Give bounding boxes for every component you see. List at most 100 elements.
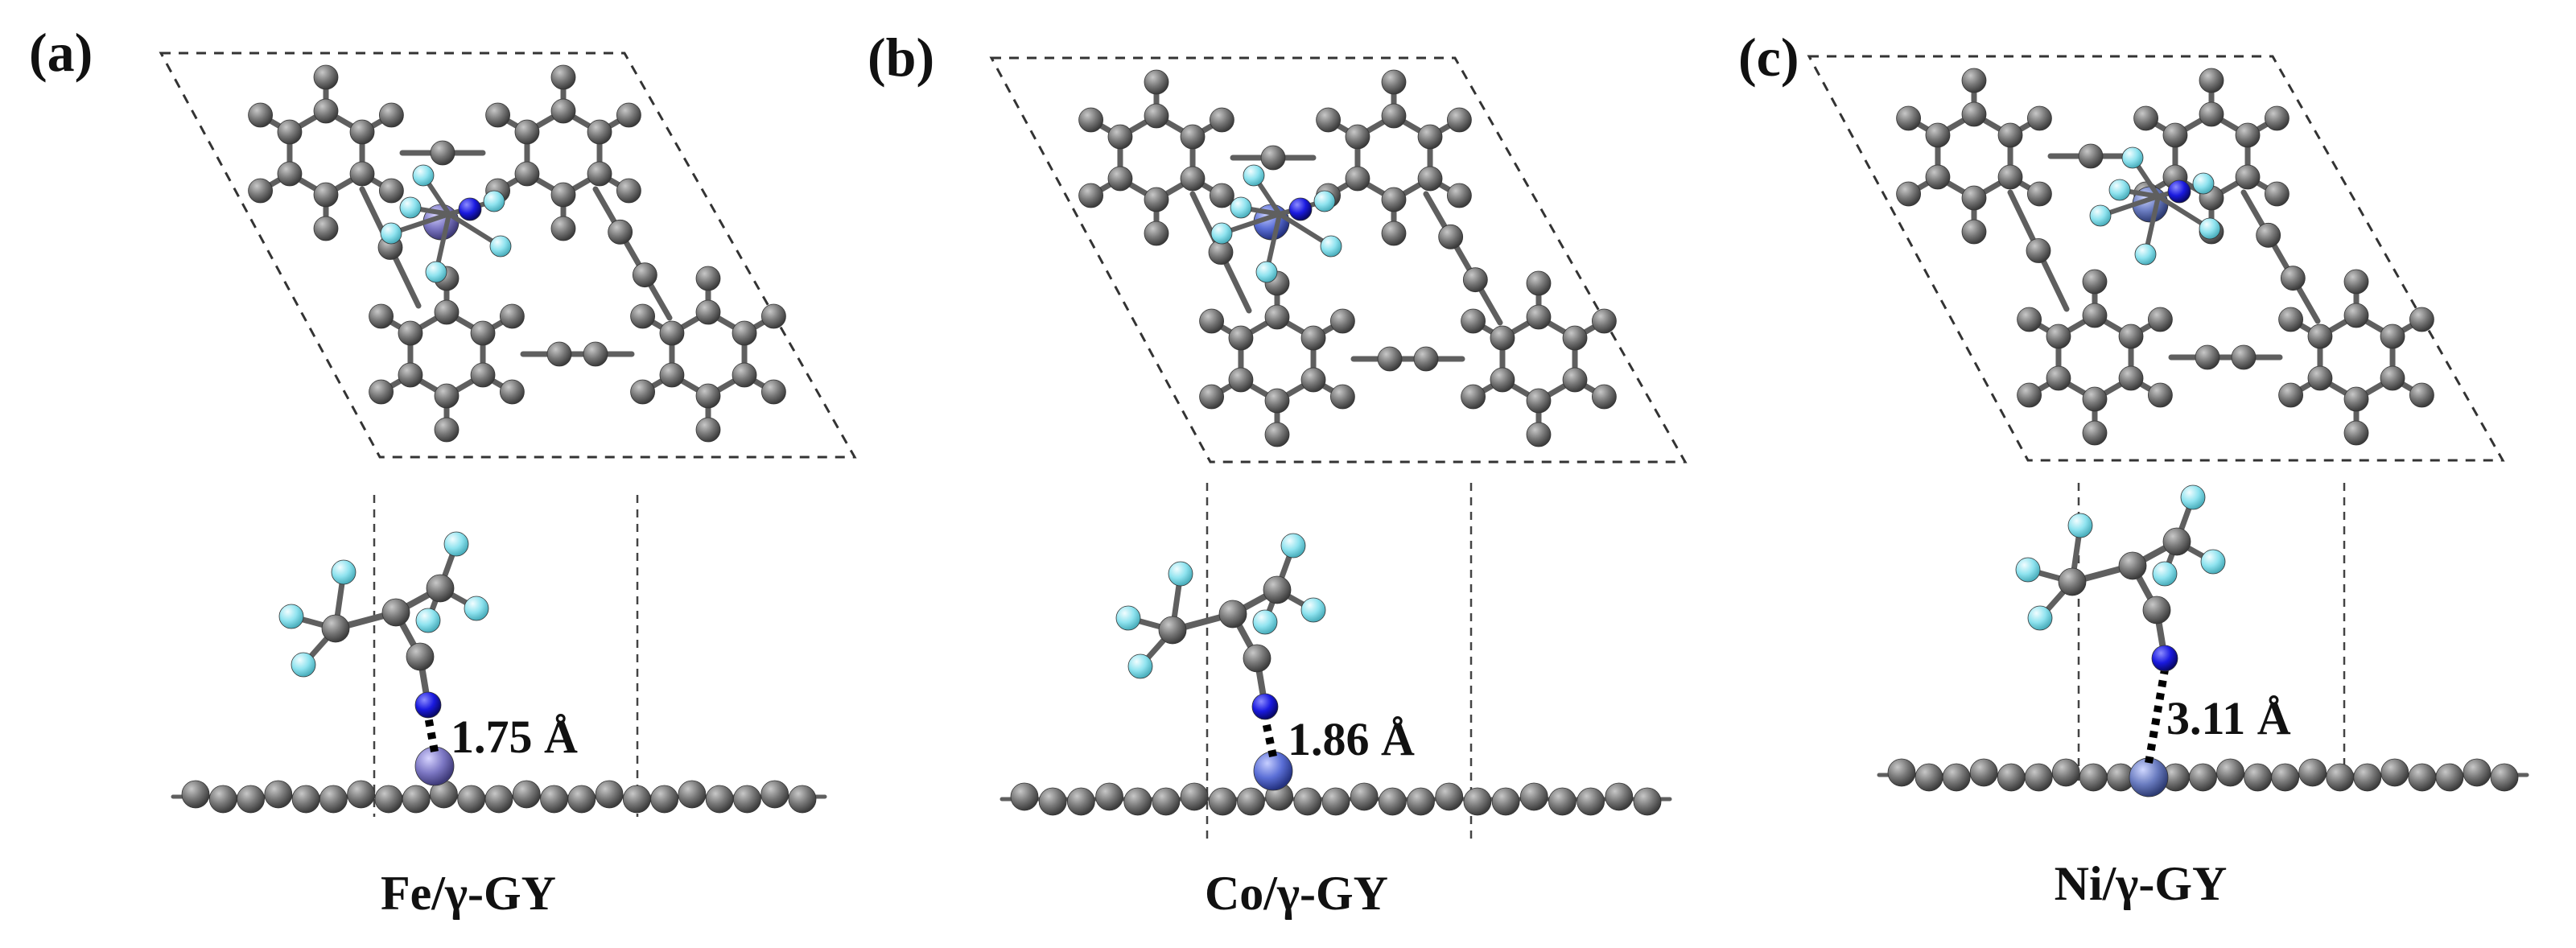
carbon-atom <box>1417 166 1443 192</box>
carbon-atom <box>2307 324 2333 349</box>
fluorine-atom <box>2108 179 2131 201</box>
fluorine-atom <box>278 604 304 629</box>
sheet-carbon-atom <box>678 780 707 809</box>
sheet-carbon-atom <box>622 785 651 814</box>
carbon-atom <box>1264 388 1290 414</box>
carbon-atom <box>434 383 460 409</box>
carbon-bond <box>1423 191 1503 326</box>
carbon-atom <box>1961 185 1987 211</box>
carbon-atom <box>550 98 576 124</box>
carbon-atom <box>761 379 786 405</box>
carbon-atom <box>2343 303 2369 328</box>
carbon-atom <box>2231 344 2257 370</box>
carbon-atom <box>1199 308 1224 334</box>
carbon-atom <box>550 64 576 90</box>
carbon-atom <box>1381 103 1407 129</box>
fluorine-atom <box>412 164 435 187</box>
unit-cell-border <box>989 56 1688 464</box>
fluorine-atom <box>380 222 402 245</box>
carbon-atom <box>695 417 721 443</box>
carbon-atom <box>1078 183 1103 208</box>
fluorine-atom <box>1127 653 1153 679</box>
carbon-atom <box>1562 325 1588 351</box>
fluorine-atom <box>1313 190 1336 212</box>
sheet-carbon-atom <box>237 785 265 814</box>
sheet-carbon-atom <box>595 780 624 809</box>
carbon-atom <box>2409 307 2434 332</box>
carbon-atom <box>1330 308 1355 334</box>
carbon-atom <box>1381 69 1407 95</box>
carbon-atom <box>1997 164 2023 190</box>
sheet-carbon-atom <box>1942 763 1971 792</box>
panel-b-label: (b) <box>868 27 934 88</box>
fluorine-atom <box>1168 561 1193 587</box>
fluorine-atom <box>2200 549 2226 575</box>
sheet-carbon-atom <box>2079 763 2108 792</box>
carbon-atom <box>1210 183 1234 208</box>
sheet-carbon-atom <box>1378 787 1407 816</box>
sheet-carbon-atom <box>2490 763 2519 792</box>
carbon-atom <box>761 303 786 329</box>
fluorine-atom <box>1252 609 1278 635</box>
carbon-atom <box>1961 219 1987 245</box>
carbon-atom <box>398 362 423 388</box>
carbon-atom <box>349 119 375 145</box>
fluorine-atom <box>2192 172 2215 195</box>
nitrogen-atom <box>1251 693 1279 720</box>
carbon-atom <box>587 161 612 187</box>
carbon-atom <box>470 362 496 388</box>
fluorine-atom <box>425 261 447 283</box>
sheet-carbon-atom <box>1350 782 1379 811</box>
carbon-atom <box>1300 367 1326 393</box>
carbon-atom <box>1438 224 1464 249</box>
panel-a-side-view <box>171 495 827 817</box>
sheet-carbon-atom <box>2326 763 2355 792</box>
panel-a-distance-label: 1.75 Å <box>451 711 578 763</box>
panel-c-top-view <box>1807 55 2505 462</box>
fluorine-atom <box>1243 164 1265 187</box>
carbon-atom <box>1199 384 1224 410</box>
carbon-atom <box>1461 384 1486 410</box>
fluorine-atom <box>2134 243 2157 266</box>
unit-cell-border <box>1807 55 2505 462</box>
carbon-atom <box>1180 166 1206 192</box>
carbon-atom <box>2380 365 2405 391</box>
carbon-atom <box>1144 221 1169 246</box>
sheet-carbon-atom <box>1010 782 1039 811</box>
carbon-atom <box>2199 68 2224 93</box>
carbon-atom <box>2142 596 2171 624</box>
nitrogen-atom <box>2151 645 2178 672</box>
carbon-atom <box>514 161 540 187</box>
carbon-atom <box>1377 346 1403 372</box>
fluorine-atom <box>1300 597 1326 623</box>
carbon-atom <box>248 178 273 204</box>
carbon-atom <box>616 102 641 128</box>
carbon-atom <box>248 102 273 128</box>
fluorine-atom <box>1320 235 1342 258</box>
carbon-atom <box>500 303 525 329</box>
sheet-carbon-atom <box>2024 763 2053 792</box>
carbon-atom <box>1107 166 1133 192</box>
sheet-carbon-atom <box>1605 782 1634 811</box>
sheet-carbon-atom <box>402 785 431 814</box>
sheet-carbon-atom <box>347 780 376 809</box>
carbon-atom <box>1144 187 1169 212</box>
carbon-atom <box>1180 124 1206 150</box>
panel-b-top-view <box>989 56 1688 464</box>
distance-dashed-line <box>2145 669 2169 764</box>
carbon-atom <box>1243 644 1272 673</box>
carbon-atom <box>313 98 339 124</box>
sheet-carbon-atom <box>2298 758 2327 787</box>
panel-c-distance-label: 3.11 Å <box>2166 692 2291 744</box>
fluorine-atom <box>1280 533 1306 558</box>
sheet-carbon-atom <box>2435 763 2464 792</box>
carbon-atom <box>695 266 721 291</box>
sheet-carbon-atom <box>2380 758 2409 787</box>
carbon-atom <box>1144 103 1169 129</box>
carbon-atom <box>434 299 460 325</box>
sheet-carbon-atom <box>760 780 789 809</box>
carbon-atom <box>485 102 510 128</box>
carbon-atom <box>398 320 423 346</box>
carbon-atom <box>2017 382 2042 408</box>
